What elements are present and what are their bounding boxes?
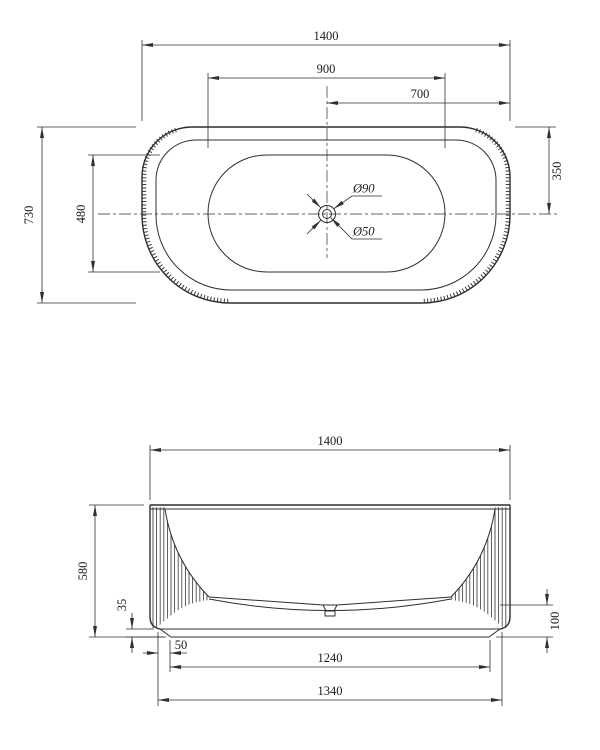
- dim-label-front-overall-height: 580: [76, 562, 90, 581]
- dim-label-drain-waste: Ø50: [352, 225, 375, 239]
- dim-front-base-height: 100: [496, 589, 562, 653]
- top-view: Ø90 Ø50 1400 900 700 730: [22, 29, 564, 304]
- base-plinth: [159, 628, 501, 638]
- dim-top-center-to-edge: 700: [327, 87, 510, 105]
- drain-inner-circle: [322, 209, 332, 219]
- dim-label-front-plinth-height: 35: [115, 599, 129, 612]
- dim-front-base-inset: 50: [143, 632, 187, 706]
- fluted-wall-left: [152, 507, 209, 628]
- tub-outer-outline: [141, 126, 511, 304]
- dim-front-plinth-height: 35: [115, 599, 166, 653]
- dim-label-top-overall-depth: 730: [22, 206, 36, 225]
- basin-floor-line: [208, 596, 452, 606]
- tub-basin-outline: [207, 154, 446, 273]
- dim-label-top-edge-to-center: 350: [550, 162, 564, 181]
- fluted-edge-right: [422, 127, 511, 304]
- dim-label-front-overall-width: 1400: [318, 434, 343, 448]
- drain-arrow-lower-left: [306, 219, 322, 235]
- drain-arrow-upper-left: [306, 193, 322, 209]
- dim-front-overall-height: 580: [76, 504, 164, 638]
- dim-top-overall-depth: 730: [22, 126, 136, 304]
- dim-label-top-center-to-edge: 700: [411, 87, 430, 101]
- dim-front-inner-base-width: 1240: [170, 640, 491, 672]
- waste-fitting: [324, 610, 336, 617]
- dim-label-drain-outer: Ø90: [352, 182, 375, 196]
- tub-rim-outline: [155, 139, 497, 291]
- dim-top-basin-width: 900: [207, 62, 446, 148]
- dim-top-basin-depth: 480: [74, 154, 160, 273]
- outer-wall-left: [149, 505, 161, 630]
- interior-slope-left: [164, 508, 210, 598]
- outer-wall-right: [499, 505, 511, 630]
- interior-slope-right: [450, 508, 496, 598]
- dim-top-overall-width: 1400: [141, 29, 511, 121]
- dim-front-base-width: 1340: [158, 632, 503, 706]
- dim-label-top-basin-depth: 480: [74, 205, 88, 224]
- fluted-edge-left: [141, 127, 230, 304]
- dim-label-front-base-inset: 50: [175, 638, 188, 652]
- drain-outer-circle: [318, 205, 336, 223]
- front-view: 1400 580 35 100: [76, 434, 562, 706]
- dim-top-edge-to-center: 350: [515, 126, 564, 214]
- dim-label-top-basin-width: 900: [317, 62, 336, 76]
- drain-leader-waste: [330, 217, 382, 240]
- fluted-wall-right: [451, 507, 508, 628]
- dim-label-front-base-height: 100: [548, 612, 562, 631]
- dim-front-overall-width: 1400: [149, 434, 511, 500]
- drain-leader-outer: [333, 195, 382, 210]
- dim-label-front-inner-base-width: 1240: [318, 651, 343, 665]
- dim-label-front-base-width: 1340: [318, 684, 343, 698]
- dim-label-top-overall-width: 1400: [314, 29, 339, 43]
